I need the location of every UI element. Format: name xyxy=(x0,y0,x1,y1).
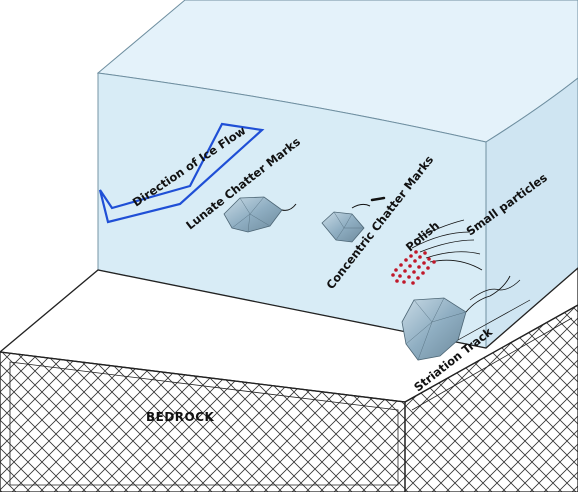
label-bedrock: BEDROCK xyxy=(146,410,215,424)
ice-flow-arrow-icon xyxy=(98,122,265,224)
bedrock-block xyxy=(0,267,578,492)
rock-striation-icon xyxy=(401,275,531,361)
rock-concentric-icon xyxy=(321,196,386,243)
polish-lines xyxy=(411,219,483,271)
small-particles xyxy=(391,250,436,285)
ice-front-face xyxy=(97,72,487,349)
ice-side-face xyxy=(485,77,578,350)
bedrock-front-face xyxy=(0,351,406,492)
bedrock-side-face xyxy=(404,304,578,492)
rock-lunate-icon xyxy=(223,196,297,233)
ice-block xyxy=(96,0,578,350)
